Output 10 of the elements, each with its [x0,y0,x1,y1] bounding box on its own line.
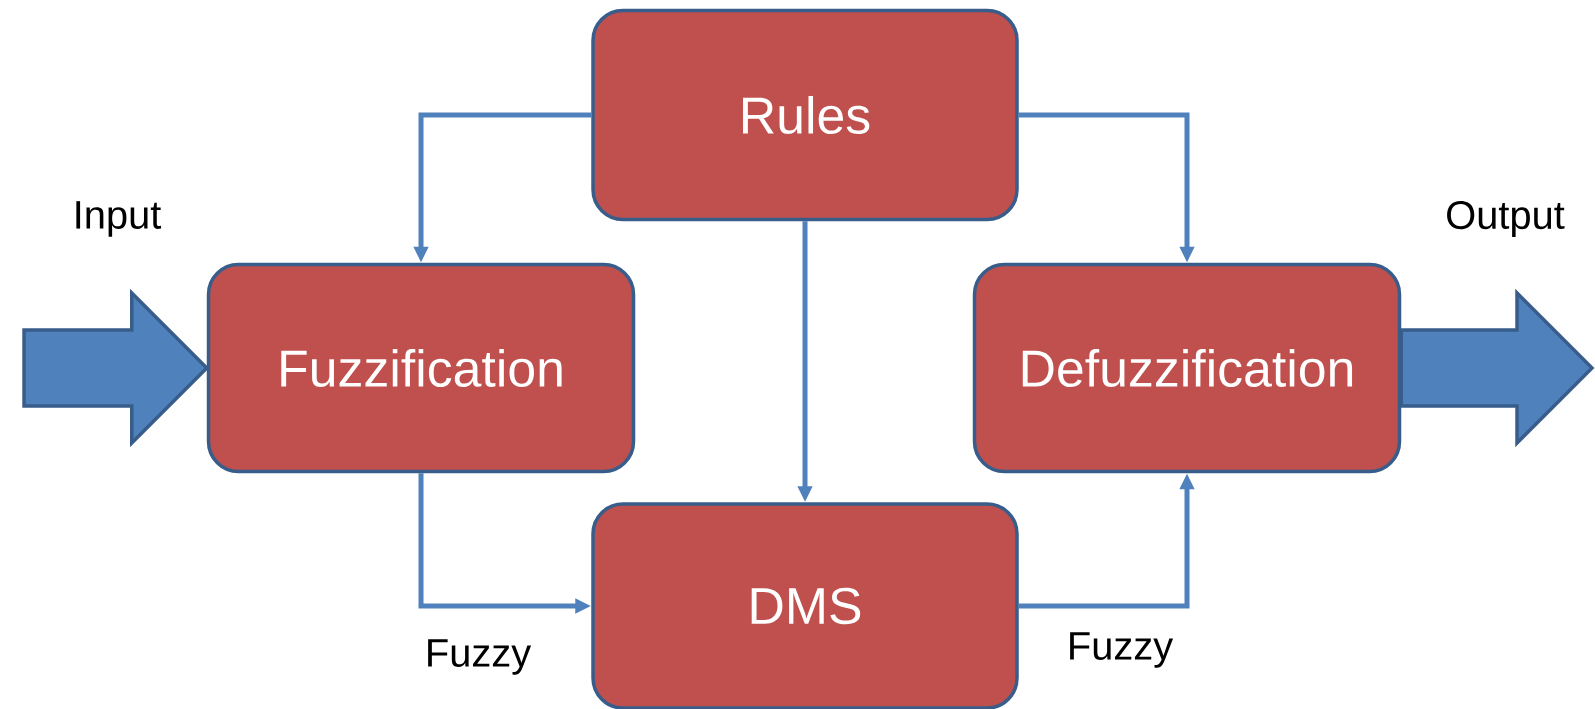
block-arrow [1399,288,1595,448]
edge-label: Fuzzy [422,637,534,677]
block-arrow [22,288,210,448]
process-box: Defuzzification [972,262,1402,474]
edge-label: Output [1443,198,1567,240]
process-box: Fuzzification [206,262,636,474]
process-box: Rules [591,8,1019,222]
edge-label: Input [70,199,164,239]
edge-label: Fuzzy [1064,630,1176,670]
process-box: DMS [591,502,1019,709]
